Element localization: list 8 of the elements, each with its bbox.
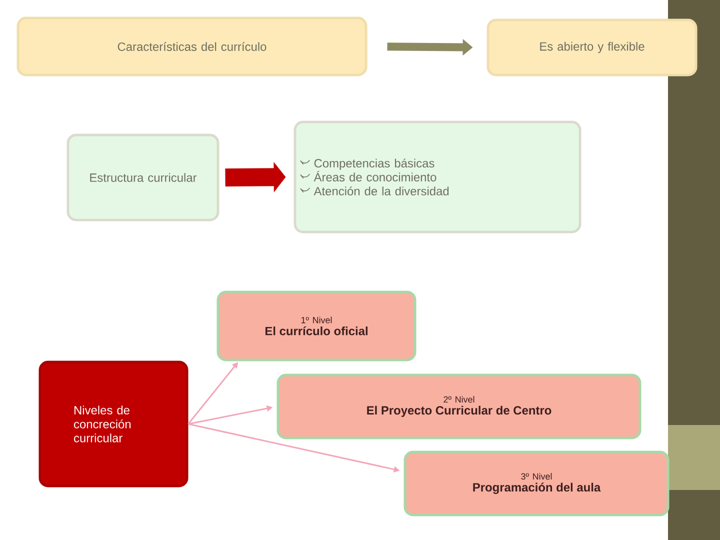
level-box: 1º Nivel El currículo oficial xyxy=(216,290,416,362)
level-box: 3º Nivel Programación del aula xyxy=(404,450,670,516)
list-box: Competencias básicas Áreas de conocimiento Atención de la diversidad xyxy=(294,120,582,234)
label-box: Características del currículo xyxy=(16,16,368,76)
level-box: 2º Nivel El Proyecto Curricular de Centro xyxy=(276,374,642,440)
label-box: Es abierto y flexible xyxy=(486,18,698,76)
title-box: Niveles de concreción curricular xyxy=(38,360,188,488)
concept-box: Estructura curricular xyxy=(66,134,220,222)
